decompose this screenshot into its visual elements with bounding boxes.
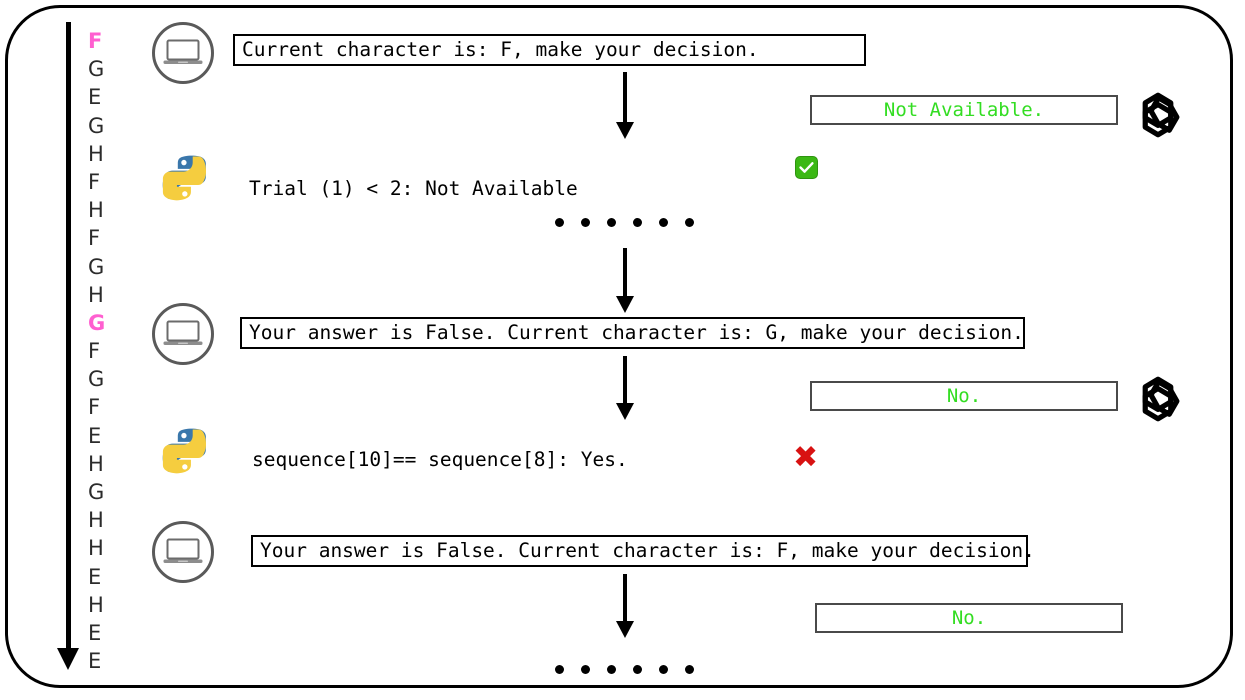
python-logo-icon: [153, 425, 219, 491]
sequence-letter: G: [88, 480, 105, 504]
sequence-letter: H: [88, 282, 104, 307]
dot: [659, 665, 668, 674]
sequence-letter: H: [88, 451, 104, 476]
sequence-letter: E: [88, 564, 102, 589]
prompt-box: Your answer is False. Current character …: [251, 535, 1035, 567]
flow-arrow-head: [616, 296, 634, 313]
dot: [633, 665, 642, 674]
openai-logo-icon: [1129, 370, 1187, 428]
sequence-letter: H: [88, 508, 104, 533]
sequence-letter: F: [88, 169, 101, 194]
flow-arrow-head: [616, 122, 634, 139]
outer-frame: [5, 5, 1233, 688]
verdict-correct-icon: [795, 156, 818, 179]
sequence-letter: E: [88, 620, 102, 645]
prompt-box: Current character is: F, make your decis…: [233, 34, 866, 66]
laptop-glyph: [163, 39, 203, 64]
dot: [685, 218, 694, 227]
sequence-letter: G: [88, 310, 106, 335]
computer-icon: [152, 303, 214, 365]
dot: [555, 665, 564, 674]
computer-icon: [152, 22, 214, 84]
verdict-incorrect-icon: ✖: [793, 440, 819, 475]
sequence-letter: E: [88, 423, 102, 448]
flow-arrow-head: [616, 621, 634, 638]
flow-arrow-shaft: [623, 72, 627, 124]
sequence-letter: E: [88, 85, 102, 110]
sequence-letter: H: [88, 141, 104, 166]
prompt-box: Your answer is False. Current character …: [240, 317, 1025, 349]
dot: [581, 665, 590, 674]
laptop-glyph: [163, 538, 203, 563]
dot: [555, 218, 564, 227]
computer-icon: [152, 521, 214, 583]
ellipsis-dots: [555, 218, 694, 227]
sequence-letter: G: [88, 254, 105, 279]
dot: [659, 218, 668, 227]
flow-arrow-shaft: [623, 248, 627, 298]
sequence-letter: G: [88, 57, 105, 82]
flow-arrow-head: [616, 403, 634, 420]
sequence-letter: G: [88, 367, 105, 392]
openai-logo-icon: [1129, 86, 1187, 144]
sequence-letter: F: [88, 395, 101, 420]
model-response-box: No.: [815, 603, 1123, 633]
character-sequence-column: F G E G H F H F G H G F G F E H G H H E …: [88, 27, 124, 675]
check-glyph: [799, 162, 814, 173]
sequence-letter: H: [88, 536, 104, 561]
sequence-letter: F: [88, 226, 101, 251]
sequence-letter: G: [88, 113, 105, 138]
sequence-letter: F: [88, 29, 103, 53]
python-logo-icon: [153, 152, 219, 218]
ellipsis-dots: [555, 665, 694, 674]
sequence-arrow-shaft: [66, 22, 71, 652]
flow-arrow-shaft: [623, 356, 627, 405]
dot: [633, 218, 642, 227]
laptop-glyph: [163, 320, 203, 345]
python-glyph: [162, 155, 207, 201]
sequence-letter: H: [88, 198, 104, 223]
openai-glyph: [1142, 92, 1180, 138]
sequence-letter: H: [88, 592, 104, 617]
dot: [607, 665, 616, 674]
model-response-box: No.: [810, 381, 1118, 411]
model-response-box: Not Available.: [810, 95, 1118, 125]
sequence-letter: F: [88, 339, 101, 364]
python-glyph: [162, 428, 207, 474]
openai-glyph: [1142, 376, 1180, 422]
dot: [685, 665, 694, 674]
sequence-arrow-head: [57, 648, 79, 670]
dot: [607, 218, 616, 227]
dot: [581, 218, 590, 227]
sequence-letter: E: [88, 649, 102, 674]
flow-arrow-shaft: [623, 574, 627, 623]
tool-output-text: Trial (1) < 2: Not Available: [249, 177, 578, 200]
tool-output-text: sequence[10]== sequence[8]: Yes.: [252, 448, 628, 471]
